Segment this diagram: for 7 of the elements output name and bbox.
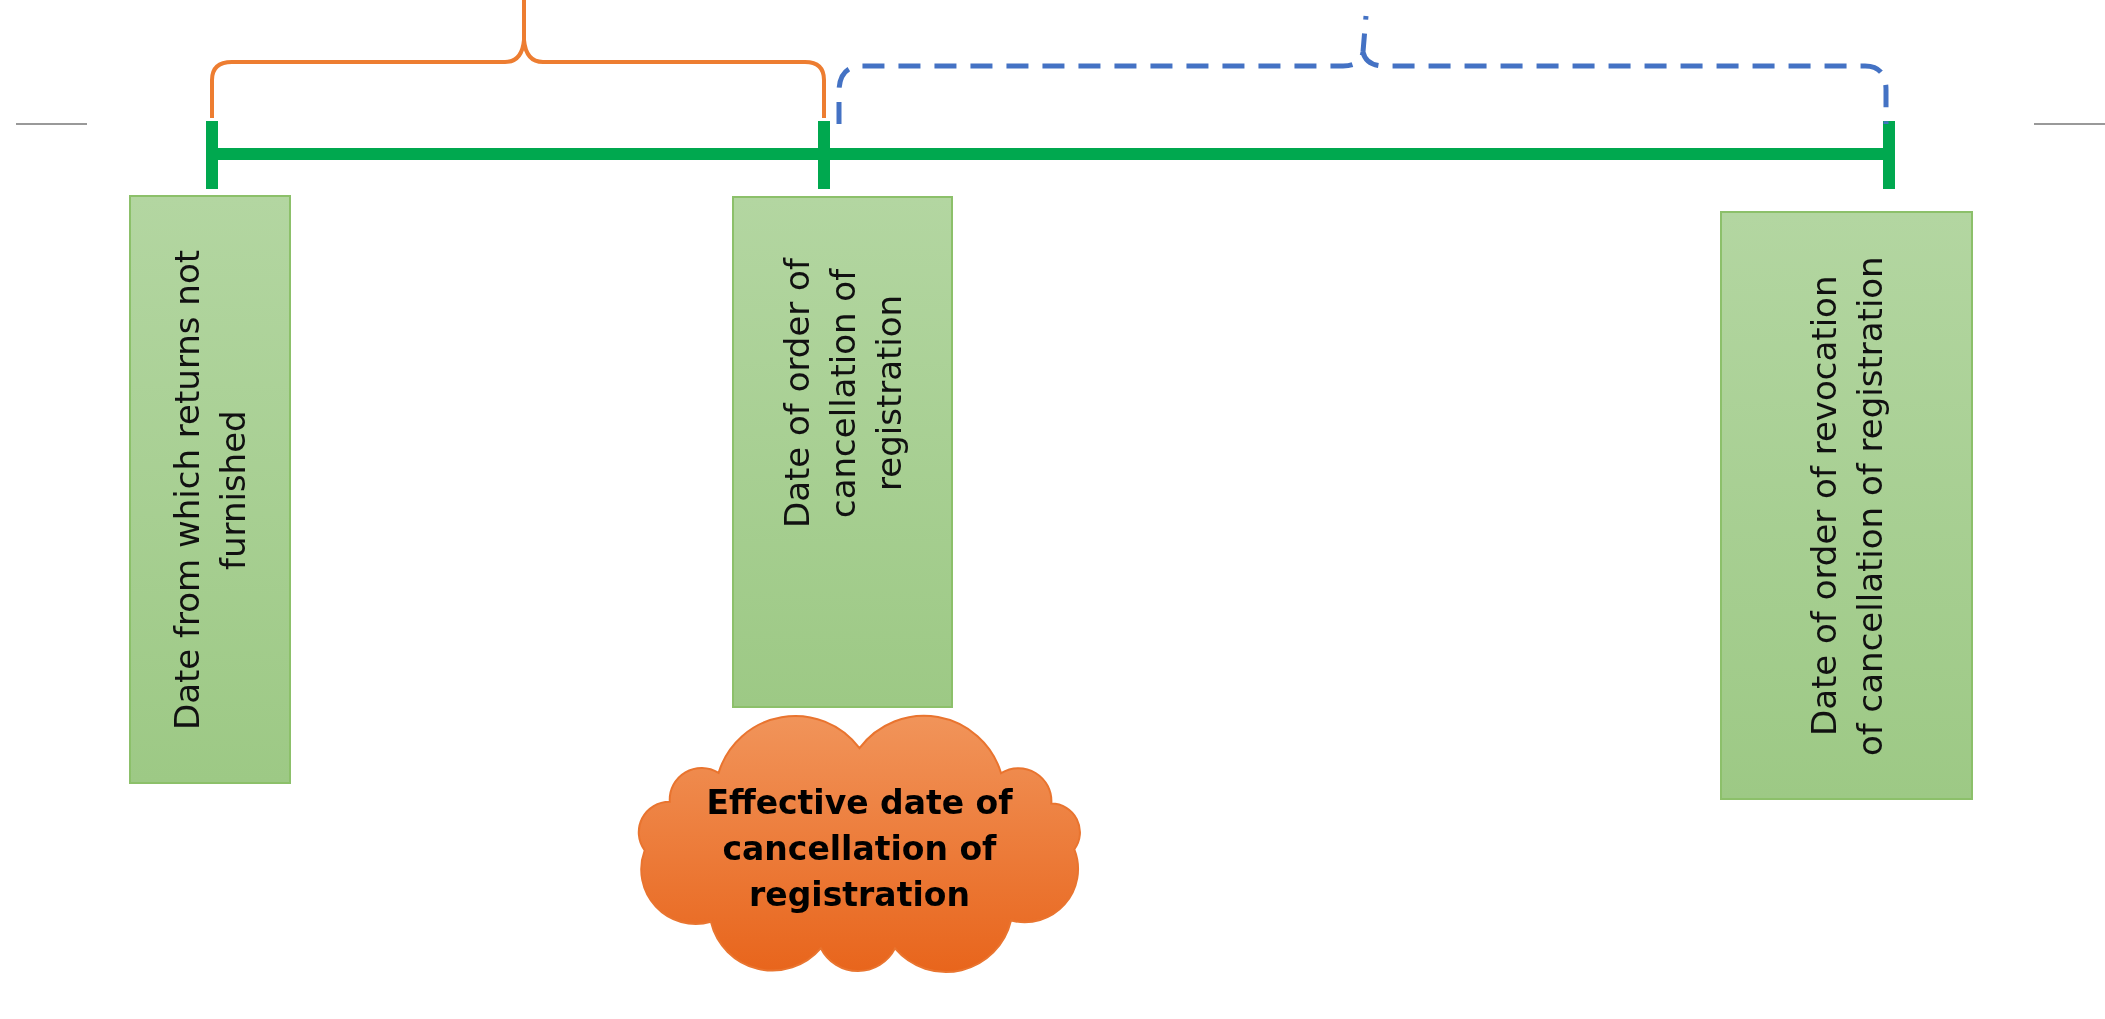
cloud-text: Effective date of cancellation of registration [705, 782, 1014, 916]
timeline-box [1720, 211, 1973, 800]
timeline-box [129, 195, 291, 784]
box-text: Date of order of revocation of cancellation of registration [1802, 255, 1891, 756]
box-text: Date from which returns not furnished [166, 248, 254, 732]
box-text: Date of order of cancellation of registration [775, 256, 910, 530]
timeline-box [732, 196, 953, 708]
